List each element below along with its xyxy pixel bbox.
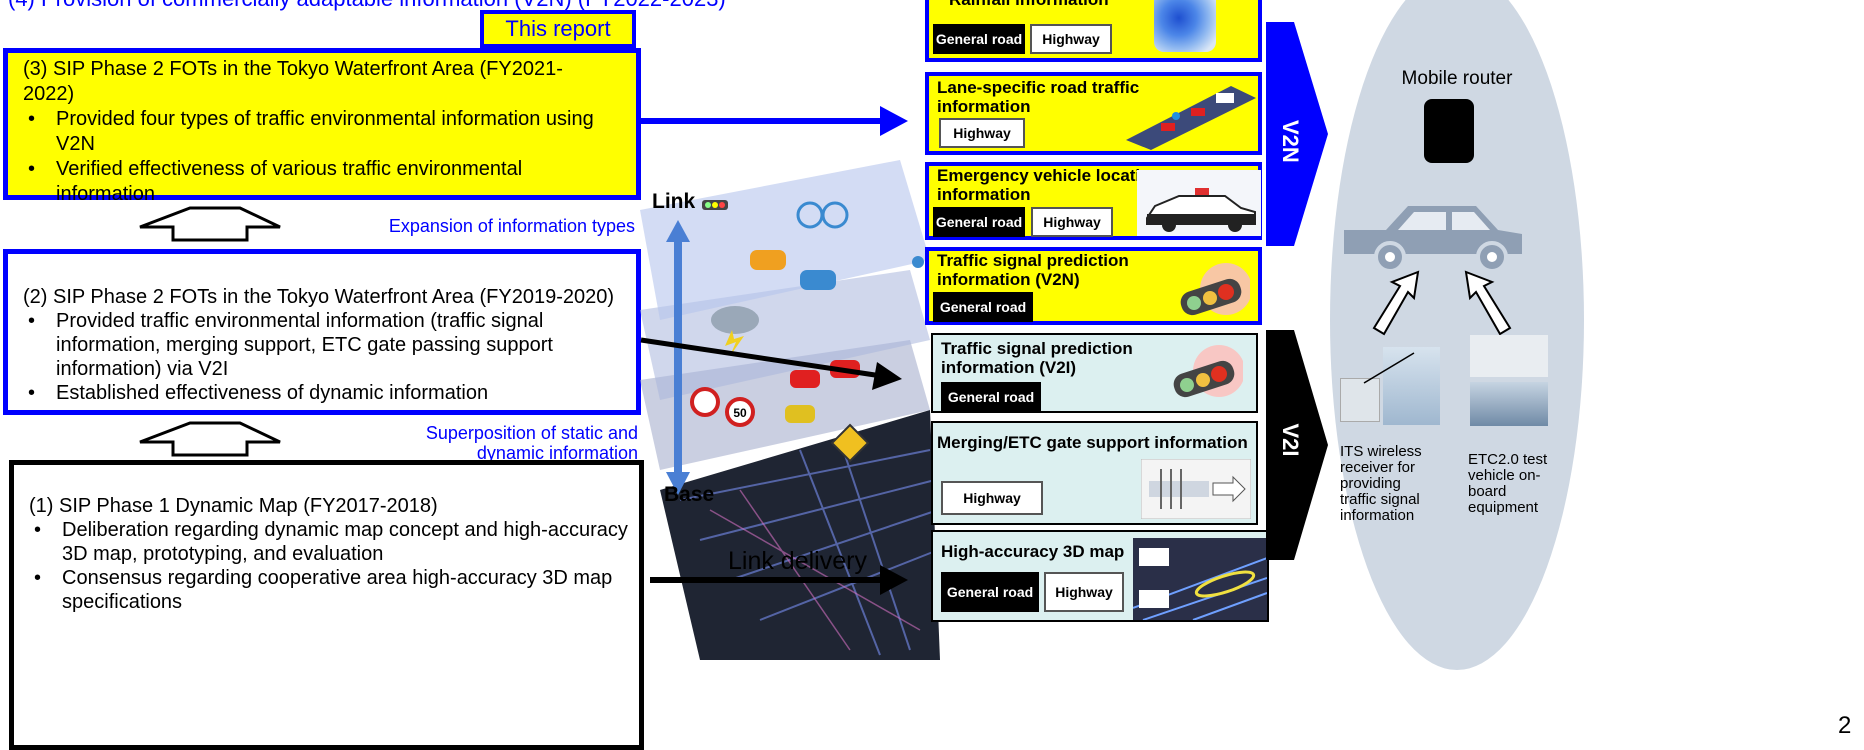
phase1-title: (1) SIP Phase 1 Dynamic Map (FY2017-2018… [29, 495, 438, 517]
this-report-label: This report [480, 10, 636, 48]
tag-highway: Highway [1044, 572, 1124, 612]
tag-general-road: General road [941, 382, 1041, 412]
hd-map-image [1133, 538, 1267, 620]
car-icon [750, 250, 786, 270]
car-icon [1344, 206, 1522, 273]
construction-sign-icon [830, 423, 870, 463]
traffic-light-icon [1173, 345, 1243, 398]
base-layer [660, 410, 940, 660]
svg-text:50: 50 [733, 406, 747, 420]
hd-map-panel: High-accuracy 3D map General road Highwa… [931, 530, 1269, 622]
link-delivery-label: Link delivery [728, 547, 867, 575]
link-label: Link [652, 190, 696, 213]
rainfall-title: Rainfall information [949, 0, 1109, 9]
merging-diagram-image [1141, 459, 1251, 519]
receiver-callout [1363, 352, 1415, 384]
police-car-image [1137, 170, 1261, 236]
phase2-bullet: Provided traffic environmental informati… [8, 309, 636, 381]
receiver-arrows [1372, 270, 1512, 336]
traffic-light-icon [1180, 263, 1250, 316]
pedestrian-icon [912, 256, 924, 268]
tag-highway: Highway [941, 481, 1043, 515]
up-arrow-icon [139, 421, 281, 457]
phase2-title: (2) SIP Phase 2 FOTs in the Tokyo Waterf… [23, 286, 615, 308]
v2i-label: V2I [1278, 423, 1303, 457]
lane-traffic-image [1126, 86, 1256, 150]
page-number: 2 [1838, 712, 1852, 739]
mobile-router-label: Mobile router [1401, 68, 1513, 89]
expansion-label: Expansion of information types [388, 216, 635, 236]
tag-highway: Highway [939, 118, 1025, 148]
tag-general-road: General road [933, 292, 1033, 322]
base-label: Base [664, 483, 715, 506]
phase2-bullet: Established effectiveness of dynamic inf… [8, 381, 636, 405]
tag-highway: Highway [1031, 207, 1113, 237]
hd-map-title: High-accuracy 3D map [941, 542, 1125, 561]
no-vehicles-sign-icon [690, 387, 720, 417]
its-receiver-closeup-photo [1340, 378, 1380, 422]
superposition-label: Superposition of static and dynamic info… [425, 423, 638, 463]
tag-highway: Highway [1030, 24, 1112, 54]
etc-vehicle-photo [1470, 382, 1548, 426]
its-receiver-photo [1383, 347, 1440, 425]
merging-title: Merging/ETC gate support information [937, 433, 1248, 452]
car-icon [790, 370, 820, 388]
speed-limit-sign-icon [725, 397, 755, 427]
tag-general-road: General road [933, 24, 1025, 54]
rainfall-radar-image [1154, 0, 1216, 52]
v2n-arrow [1266, 22, 1328, 246]
phase4-heading: (4) Provision of commercially adaptable … [8, 0, 726, 12]
phase1-bullet: Deliberation regarding dynamic map conce… [14, 518, 639, 566]
phase3-title: (3) SIP Phase 2 FOTs in the Tokyo Waterf… [23, 58, 563, 105]
merging-panel: Merging/ETC gate support information Hig… [931, 421, 1258, 525]
storm-cloud-icon [711, 306, 759, 334]
phase3-box: (3) SIP Phase 2 FOTs in the Tokyo Waterf… [3, 48, 641, 205]
phase3-bullet: Provided four types of traffic environme… [8, 107, 636, 157]
tag-general-road: General road [933, 207, 1025, 237]
mobile-router-icon [1424, 99, 1474, 163]
phase3-bullet: Verified effectiveness of various traffi… [8, 157, 636, 207]
rainfall-panel: Rainfall information General road Highwa… [925, 0, 1262, 62]
v2n-label: V2N [1278, 120, 1303, 163]
phase2-box: (2) SIP Phase 2 FOTs in the Tokyo Waterf… [3, 249, 641, 415]
phase1-bullet: Consensus regarding cooperative area hig… [14, 566, 639, 614]
car-icon [785, 405, 815, 423]
up-arrow-icon [139, 206, 281, 242]
etc-equipment-photo [1470, 335, 1548, 377]
tag-general-road: General road [941, 572, 1039, 612]
car-icon [800, 270, 836, 290]
phase1-box: (1) SIP Phase 1 Dynamic Map (FY2017-2018… [9, 460, 644, 750]
v2i-arrow [1266, 330, 1328, 560]
